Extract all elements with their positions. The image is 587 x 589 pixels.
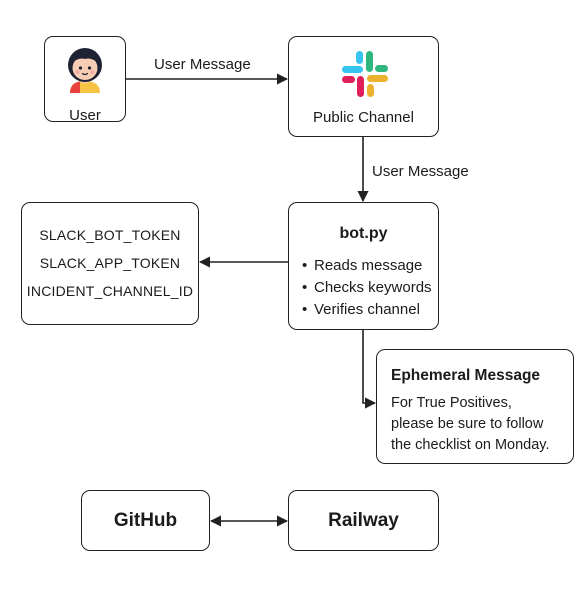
- edge-bot-to-ephemeral: [362, 330, 377, 409]
- bot-feature-item: •Verifies channel: [302, 301, 420, 318]
- bot-feature-item: •Checks keywords: [302, 279, 432, 296]
- user-label: User: [69, 107, 101, 124]
- user-node[interactable]: User: [44, 36, 126, 124]
- ephemeral-message-node[interactable]: Ephemeral Message For True Positives, pl…: [376, 349, 574, 464]
- ephemeral-line: For True Positives,: [391, 395, 512, 411]
- ephemeral-line: please be sure to follow: [391, 416, 544, 432]
- railway-label: Railway: [328, 510, 399, 531]
- env-vars-node[interactable]: SLACK_BOT_TOKEN SLACK_APP_TOKEN INCIDENT…: [21, 202, 199, 325]
- railway-node[interactable]: Railway: [288, 490, 439, 551]
- ephemeral-title: Ephemeral Message: [391, 367, 541, 384]
- edge-label-user-message-1: User Message: [154, 56, 251, 73]
- public-channel-label: Public Channel: [313, 109, 414, 126]
- bot-title: bot.py: [339, 225, 388, 242]
- github-node[interactable]: GitHub: [81, 490, 210, 551]
- env-var-slack-bot-token: SLACK_BOT_TOKEN: [39, 227, 181, 243]
- ephemeral-line: the checklist on Monday.: [391, 437, 550, 453]
- edge-label-user-message-2: User Message: [372, 163, 469, 180]
- user-avatar-icon: [68, 48, 102, 93]
- slack-logo-icon: [342, 51, 388, 97]
- env-var-incident-channel-id: INCIDENT_CHANNEL_ID: [26, 283, 194, 299]
- bot-node[interactable]: bot.py •Reads message •Checks keywords •…: [288, 202, 439, 330]
- bot-feature-list: •Reads message •Checks keywords •Verifie…: [302, 255, 432, 321]
- github-label: GitHub: [113, 510, 178, 531]
- ephemeral-body: For True Positives, please be sure to fo…: [391, 393, 550, 456]
- public-channel-node[interactable]: Public Channel: [288, 36, 439, 137]
- env-var-slack-app-token: SLACK_APP_TOKEN: [39, 255, 181, 271]
- bot-feature-item: •Reads message: [302, 257, 423, 274]
